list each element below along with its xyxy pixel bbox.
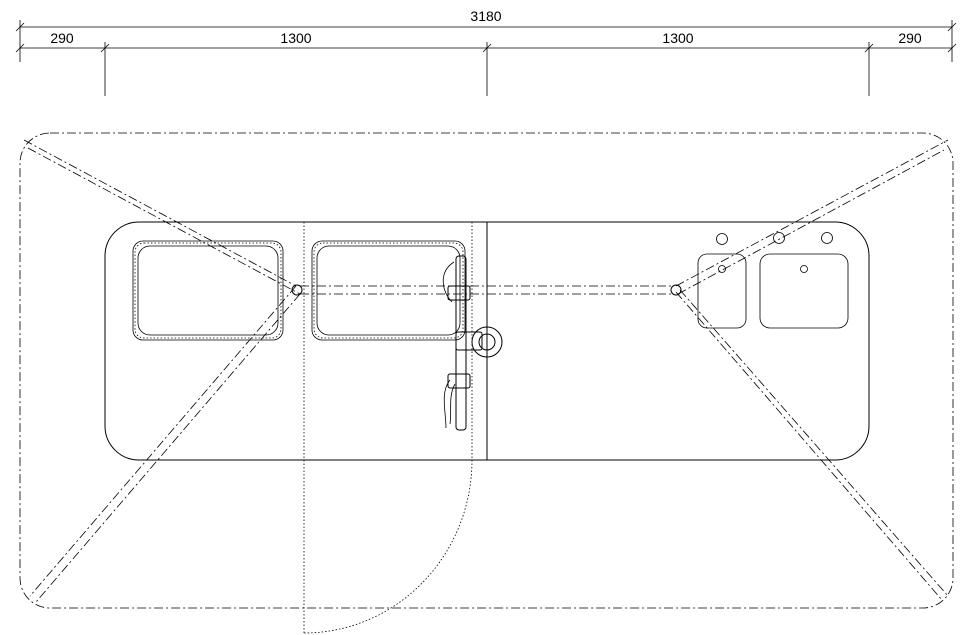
door-swing xyxy=(303,222,473,634)
dimension-lines: 3180 290 1300 1300 290 xyxy=(15,8,957,96)
dimension-tick xyxy=(15,43,25,53)
dimension-label-left-margin: 290 xyxy=(50,30,74,46)
faucet-assembly xyxy=(442,255,503,431)
diagonal-clearance-lines xyxy=(23,139,949,603)
left-anchor-point xyxy=(291,284,303,296)
dimension-label-left-bay: 1300 xyxy=(280,30,311,46)
dimension-tick xyxy=(947,43,957,53)
overall-dimension-label: 3180 xyxy=(470,8,501,24)
tap-hole xyxy=(716,233,728,245)
large-basin-drain xyxy=(800,265,808,273)
dimension-tick xyxy=(15,22,25,32)
sink-basin-center xyxy=(311,240,466,341)
small-basin-right xyxy=(697,253,747,329)
dimension-tick xyxy=(100,43,110,53)
tap-hole xyxy=(821,232,833,244)
dimension-tick xyxy=(864,43,874,53)
dimension-tick xyxy=(482,43,492,53)
clearance-outline xyxy=(19,132,954,609)
dimension-label-right-margin: 290 xyxy=(898,30,922,46)
tap-hole xyxy=(773,232,785,244)
small-basin-drain xyxy=(718,265,726,273)
right-anchor-point xyxy=(670,284,682,296)
dimension-label-right-bay: 1300 xyxy=(662,30,693,46)
dimension-tick xyxy=(947,22,957,32)
large-basin-right xyxy=(759,253,849,329)
sink-basin-left xyxy=(132,240,284,341)
